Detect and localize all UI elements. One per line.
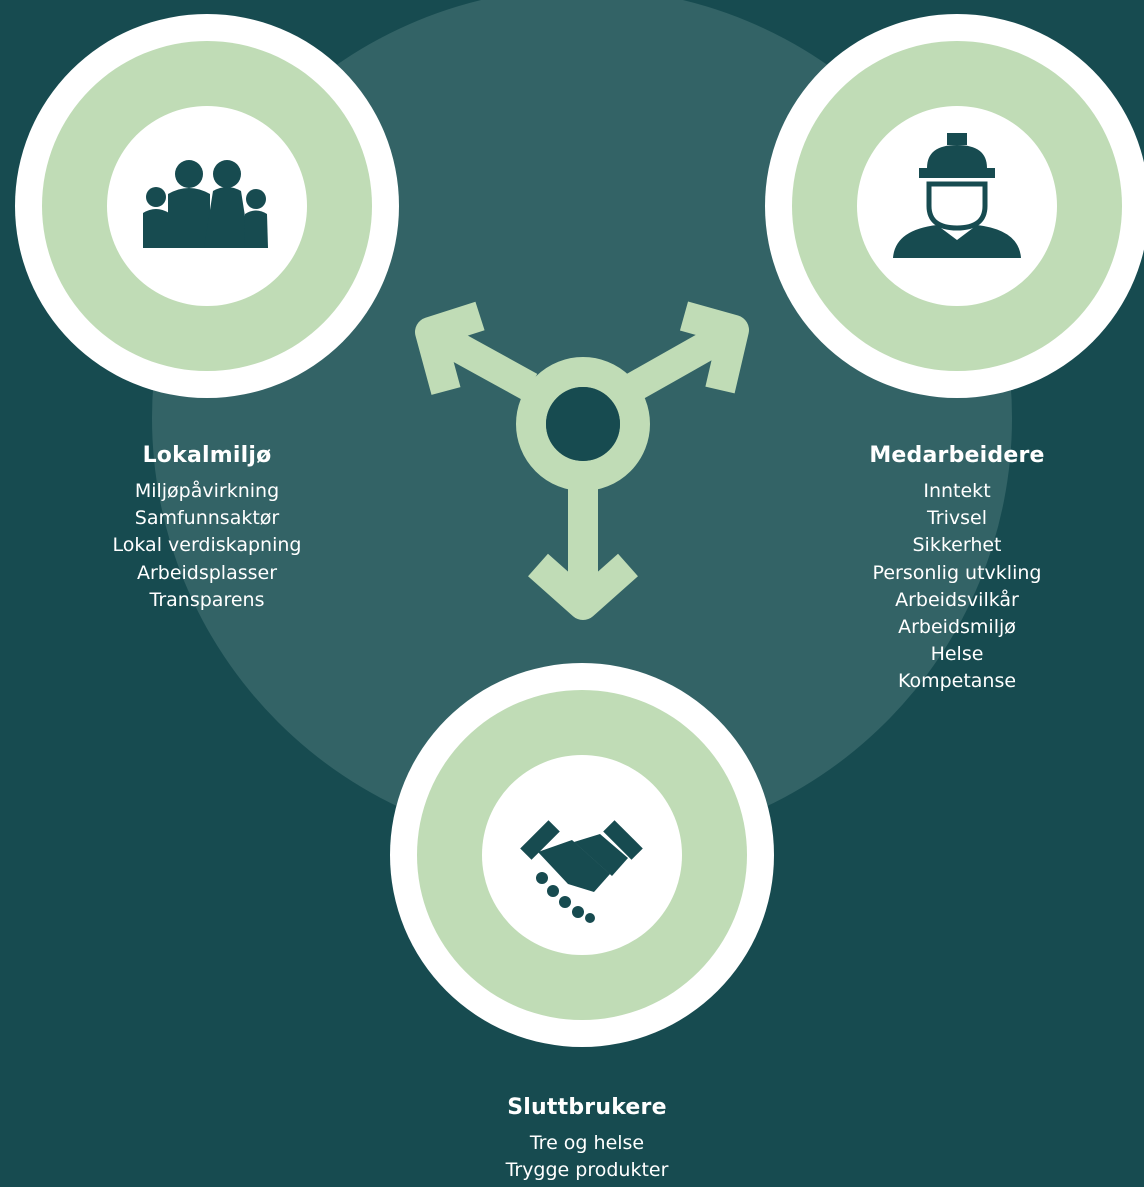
worker-hardhat-icon [893,133,1021,258]
medarbeidere-ring [765,14,1144,398]
medarbeidere-group: Medarbeidere Inntekt Trivsel Sikkerhet P… [777,442,1137,696]
list-item: Inntekt [923,480,991,502]
list-item: Personlig utvkling [872,561,1042,584]
sluttbrukere-list: Tre og helse Trygge produkter [407,1130,767,1184]
list-item: Helse [930,643,984,666]
list-item: Arbeidsplasser [136,561,278,584]
list-item: Arbeidsmiljø [898,616,1016,639]
list-item: Arbeidsvilkår [895,588,1019,611]
list-item: Tre og helse [529,1132,645,1154]
list-item: Trivsel [926,507,987,530]
lokalmiljo-group: Lokalmiljø Miljøpåvirkning Samfunnsaktør… [27,442,387,614]
three-way-arrows-icon [415,301,749,620]
sluttbrukere-title: Sluttbrukere [507,1095,667,1120]
medarbeidere-title: Medarbeidere [869,443,1045,468]
list-item: Samfunnsaktør [134,507,280,530]
family-icon [143,160,268,248]
list-item: Sikkerhet [912,534,1002,557]
handshake-icon [520,820,643,923]
list-item: Lokal verdiskapning [112,534,302,557]
medarbeidere-list: Inntekt Trivsel Sikkerhet Personlig utvk… [777,478,1137,696]
list-item: Miljøpåvirkning [134,480,280,502]
sluttbrukere-group: Sluttbrukere Tre og helse Trygge produkt… [407,1094,767,1184]
hub-center [546,387,620,461]
list-item: Trygge produkter [505,1159,669,1182]
list-item: Transparens [149,588,265,611]
list-item: Kompetanse [897,670,1017,693]
lokalmiljo-list: Miljøpåvirkning Samfunnsaktør Lokal verd… [27,478,387,614]
lokalmiljo-title: Lokalmiljø [142,443,272,468]
